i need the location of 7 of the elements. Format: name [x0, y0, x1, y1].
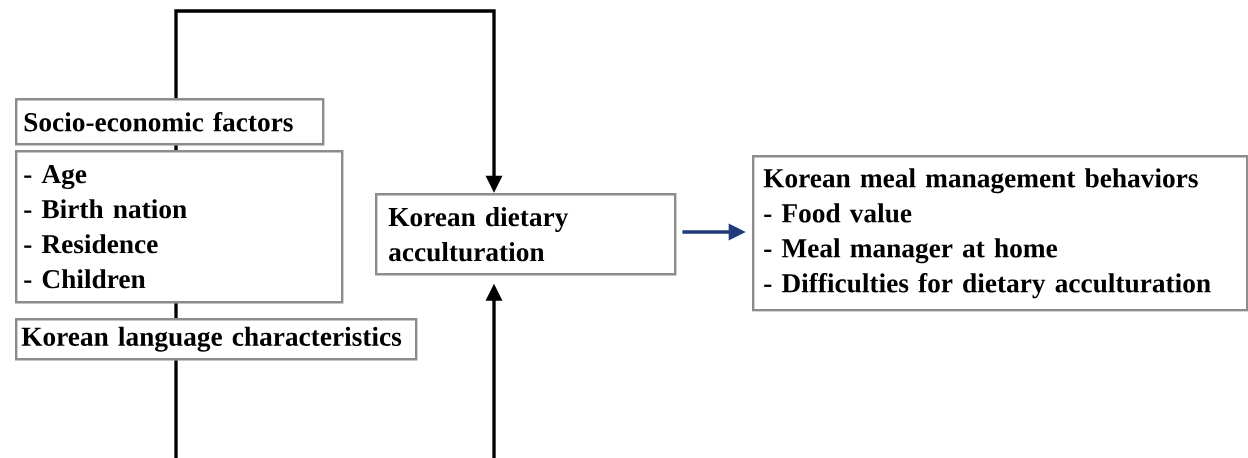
text-box: Korean language characteristics: [15, 318, 418, 361]
text-box: Korean dietary acculturation: [375, 193, 677, 276]
connector-line: [174, 145, 178, 150]
connector-line: [174, 303, 178, 318]
text-box: Korean meal management behaviors - Food value - Meal manager at home - Difficulties for dietary acculturation: [752, 155, 1248, 312]
text-box: - Age - Birth nation - Residence - Children: [15, 150, 344, 304]
text-box: Socio-economic factors: [15, 98, 325, 146]
